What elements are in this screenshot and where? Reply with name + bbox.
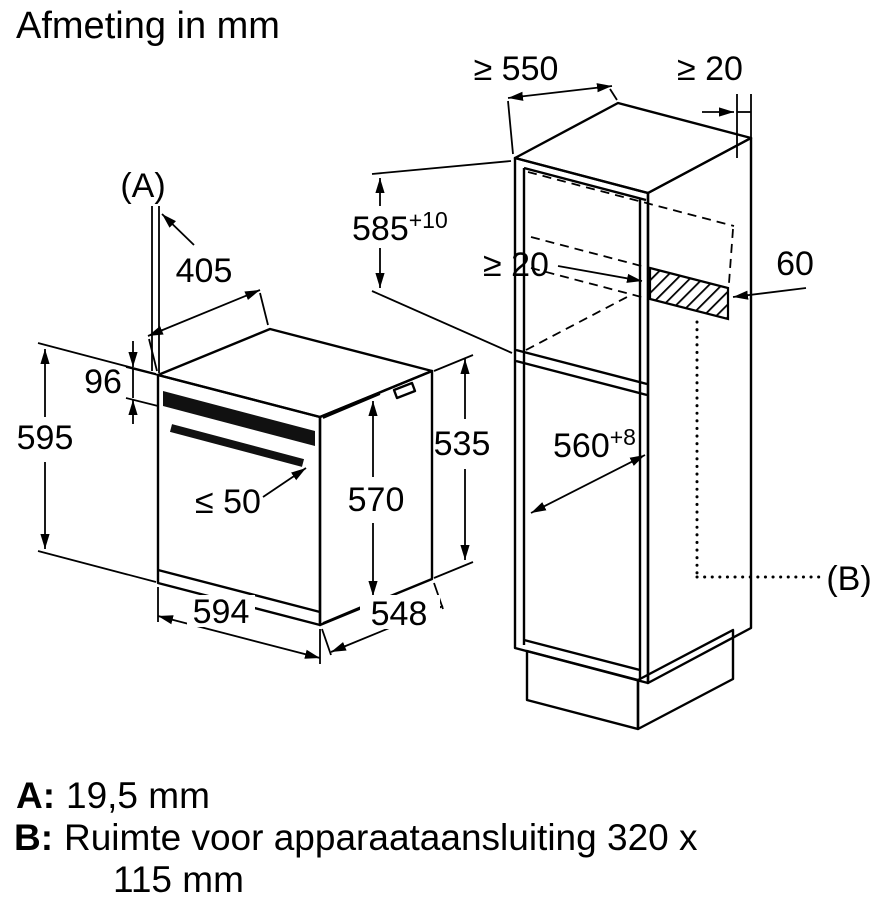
cabinet-inner-top-edge bbox=[523, 166, 647, 202]
dim-ge-20-top: ≥ 20 bbox=[677, 50, 752, 158]
dim-548-label: 548 bbox=[371, 595, 428, 633]
legend-a-value: 19,5 mm bbox=[66, 775, 210, 816]
dim-548: 548 bbox=[321, 582, 444, 656]
dim-ref-a: (A) bbox=[120, 167, 195, 373]
plinth-side bbox=[636, 628, 735, 731]
page-title: Afmeting in mm bbox=[16, 5, 280, 47]
dim-60: 60 bbox=[732, 245, 814, 300]
hidden-edge bbox=[530, 236, 650, 269]
dim-ge-550: ≥ 550 bbox=[474, 50, 618, 155]
dim-405-label: 405 bbox=[176, 252, 233, 290]
oven-door-handle bbox=[169, 424, 305, 467]
hidden-edge bbox=[527, 171, 735, 227]
hidden-edge bbox=[530, 267, 650, 300]
dim-96-label: 96 bbox=[84, 363, 122, 401]
dim-ge-20-top-label: ≥ 20 bbox=[677, 50, 743, 88]
oven-drawing bbox=[156, 327, 434, 627]
ref-b-label: (B) bbox=[826, 560, 871, 598]
dim-594: 594 bbox=[157, 587, 321, 664]
dim-535: 535 bbox=[434, 354, 491, 579]
niche-shelf-bottom-edge bbox=[515, 359, 648, 397]
legend-b-value-line1: Ruimte voor apparaataansluiting 320 x bbox=[64, 817, 698, 858]
niche-shelf-top-edge bbox=[515, 348, 648, 386]
dim-535-label: 535 bbox=[434, 425, 491, 463]
dim-405: 405 bbox=[147, 252, 269, 372]
cabinet-front-face bbox=[513, 156, 650, 685]
legend: A: 19,5 mm B: Ruimte voor apparaataanslu… bbox=[14, 775, 698, 900]
dim-ge-550-label: ≥ 550 bbox=[474, 50, 559, 88]
legend-a-key: A: bbox=[16, 775, 55, 816]
legend-b-key: B: bbox=[14, 817, 53, 858]
label-mask bbox=[187, 595, 255, 627]
dim-585: 585+10 bbox=[352, 160, 513, 354]
dim-570: 570 bbox=[322, 393, 405, 624]
hidden-edge bbox=[525, 296, 628, 351]
dim-595-label: 595 bbox=[17, 419, 74, 457]
hatched-connection-area bbox=[648, 266, 730, 321]
oven-control-panel bbox=[163, 391, 315, 446]
hidden-edge bbox=[728, 228, 734, 284]
legend-b-value-line2: 115 mm bbox=[113, 859, 244, 900]
dim-595: 595 bbox=[17, 342, 157, 583]
dim-570-label: 570 bbox=[348, 481, 405, 519]
dim-594-label: 594 bbox=[193, 593, 250, 631]
dim-ge-20-inner-label: ≥ 20 bbox=[483, 246, 549, 284]
dim-560: 560+8 bbox=[530, 424, 646, 514]
oven-side-slot bbox=[392, 381, 417, 400]
dim-le-50: ≤ 50 bbox=[195, 467, 307, 521]
label-mask bbox=[360, 595, 440, 629]
dim-560-label: 560+8 bbox=[553, 424, 636, 465]
oven-front-face bbox=[156, 373, 322, 627]
dim-le-50-label: ≤ 50 bbox=[195, 483, 261, 521]
ref-a-label: (A) bbox=[120, 167, 165, 205]
dim-ge-20-inner: ≥ 20 bbox=[483, 246, 643, 284]
cabinet-floor-edge bbox=[523, 638, 641, 672]
dim-60-label: 60 bbox=[776, 245, 814, 283]
dim-585-label: 585+10 bbox=[352, 207, 448, 248]
oven-door-bottom-edge bbox=[157, 568, 321, 614]
